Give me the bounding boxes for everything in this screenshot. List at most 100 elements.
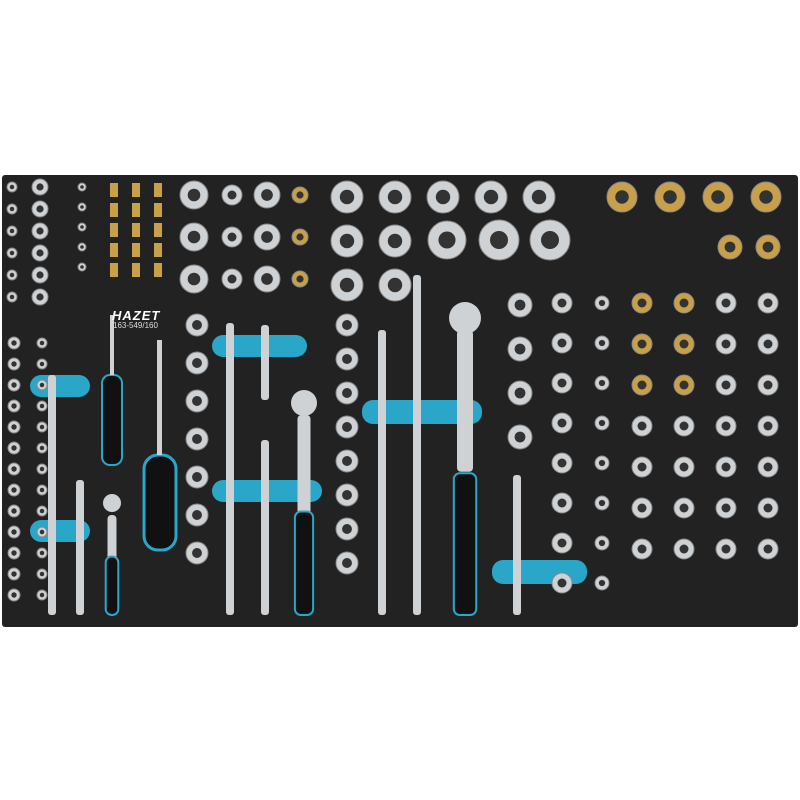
bit [132,183,140,197]
socket-bore [342,456,352,466]
foam-slot-blue [492,560,587,584]
socket-bore [11,340,17,346]
socket-bore [11,487,17,493]
socket-bore [39,550,45,556]
tool-tray-foam-insert: HAZET 163-549/160 [2,175,798,627]
socket-bore [763,462,773,472]
socket-bore [598,379,606,387]
socket-bore [763,421,773,431]
socket-bore [679,544,689,554]
ratchet-handle [452,472,478,616]
socket-bore [342,354,352,364]
socket-bore [11,403,17,409]
socket-bore [261,273,273,285]
socket-bore [36,249,44,257]
screwdriver-handle [101,374,123,466]
socket-bore [637,339,647,349]
extension-bar [413,275,421,615]
socket-bore [11,529,17,535]
socket-bore [598,299,606,307]
socket-bore [663,190,677,204]
bit [110,243,118,257]
socket-bore [637,298,647,308]
socket-bore [187,230,201,244]
socket-bore [339,277,355,293]
socket-bore [724,241,736,253]
socket-bore [557,298,567,308]
socket-bore [11,424,17,430]
foam-slot-blue [212,335,307,357]
socket-bore [763,544,773,554]
socket-bore [679,298,689,308]
socket-bore [763,380,773,390]
socket-bore [36,183,44,191]
socket-bore [679,339,689,349]
ratchet-shaft [457,330,473,472]
ratchet-shaft [297,415,311,519]
socket-bore [261,189,273,201]
socket-bore [637,421,647,431]
socket-bore [192,434,202,444]
socket-bore [490,231,508,249]
socket-bore [342,422,352,432]
socket-bore [557,538,567,548]
socket-bore [387,233,403,249]
socket-bore [339,189,355,205]
socket-bore [227,232,237,242]
socket-bore [296,191,304,199]
socket-bore [39,340,45,346]
bit [154,183,162,197]
bit [132,263,140,277]
socket-bore [387,277,403,293]
socket-bore [557,458,567,468]
socket-bore [598,459,606,467]
extension-bar [76,480,84,615]
socket-bore [39,466,45,472]
socket-bore [187,188,201,202]
socket-bore [637,503,647,513]
extension-bar [261,325,269,400]
socket-bore [637,462,647,472]
socket-bore [39,508,45,514]
socket-bore [39,361,45,367]
socket-bore [557,498,567,508]
socket-bore [435,189,451,205]
socket-bore [296,275,304,283]
socket-bore [557,378,567,388]
socket-bore [342,320,352,330]
socket-bore [514,343,526,355]
socket-bore [531,189,547,205]
socket-bore [342,558,352,568]
socket-bore [192,510,202,520]
socket-bore [80,265,84,269]
socket-bore [11,592,17,598]
bit [110,223,118,237]
screwdriver-shaft [157,340,162,455]
socket-bore [36,205,44,213]
socket-bore [679,380,689,390]
socket-bore [187,272,201,286]
socket-bore [438,231,456,249]
socket-bore [637,544,647,554]
socket-bore [11,466,17,472]
socket-bore [39,403,45,409]
socket-bore [721,462,731,472]
socket-bore [296,233,304,241]
socket-bore [541,231,559,249]
socket-bore [192,472,202,482]
extension-bar [48,375,56,615]
ratchet-head [103,494,121,512]
socket-bore [679,421,689,431]
foam-slot-blue [362,400,482,424]
socket-bore [679,503,689,513]
bit [132,243,140,257]
socket-bore [192,320,202,330]
socket-bore [387,189,403,205]
bit [110,203,118,217]
socket-bore [763,298,773,308]
socket-bore [39,571,45,577]
extension-bar [261,440,269,615]
socket-bore [598,499,606,507]
socket-bore [11,361,17,367]
ratchet-handle [293,510,315,616]
